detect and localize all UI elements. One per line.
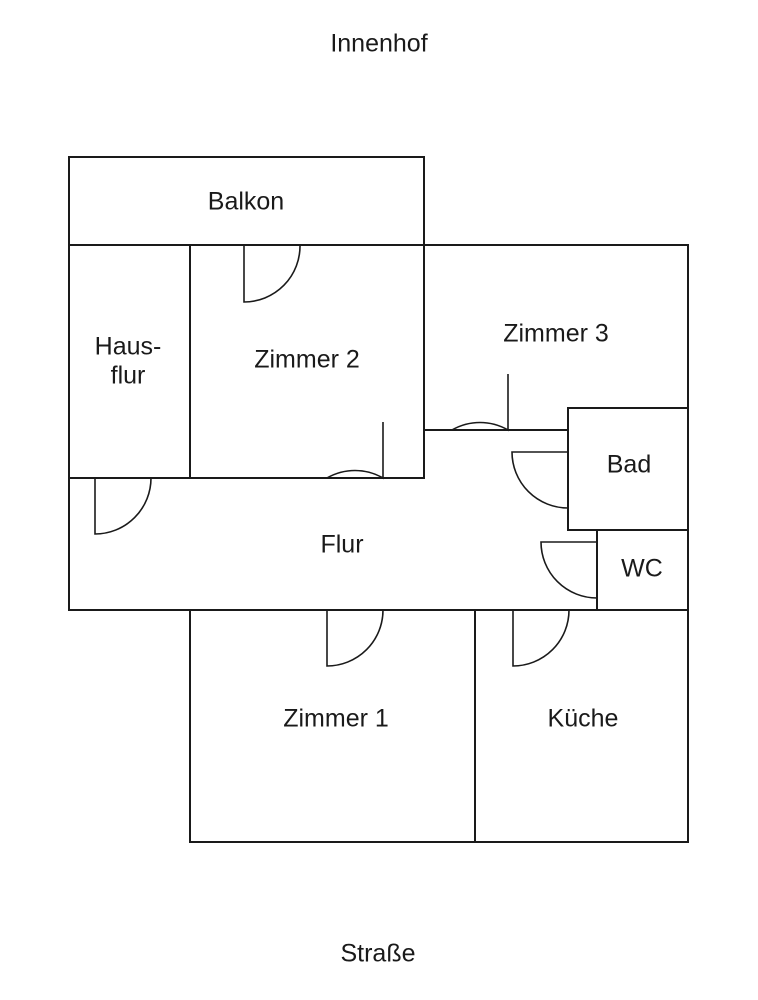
door-wc-flur — [540, 541, 598, 599]
label-hausflur-line1: Haus- — [95, 333, 162, 361]
label-zimmer3: Zimmer 3 — [503, 320, 609, 348]
zimmer2-outline — [189, 244, 425, 479]
door-zimmer2-flur — [326, 422, 384, 480]
door-bad-flur — [511, 451, 569, 509]
doors — [94, 244, 598, 667]
label-wc: WC — [621, 555, 663, 583]
door-kueche-flur — [512, 609, 570, 667]
door-zimmer2-balkon — [243, 244, 301, 303]
door-zimmer1-flur — [326, 609, 384, 667]
label-zimmer2: Zimmer 2 — [254, 346, 360, 374]
zimmer3-outer-wall — [424, 244, 689, 408]
kueche-outline — [474, 609, 689, 843]
door-zimmer3-flur — [451, 374, 509, 432]
door-hausflur-flur — [94, 477, 152, 535]
label-zimmer1: Zimmer 1 — [283, 705, 389, 733]
label-innenhof: Innenhof — [330, 30, 427, 58]
label-bad: Bad — [607, 451, 651, 479]
label-kueche: Küche — [548, 705, 619, 733]
label-hausflur-line2: flur — [111, 362, 146, 390]
label-flur: Flur — [320, 531, 363, 559]
label-strasse: Straße — [340, 940, 415, 968]
label-balkon: Balkon — [208, 188, 284, 216]
labels: Innenhof Balkon Haus- flur Zimmer 2 Zimm… — [95, 30, 663, 968]
walls — [68, 156, 689, 843]
